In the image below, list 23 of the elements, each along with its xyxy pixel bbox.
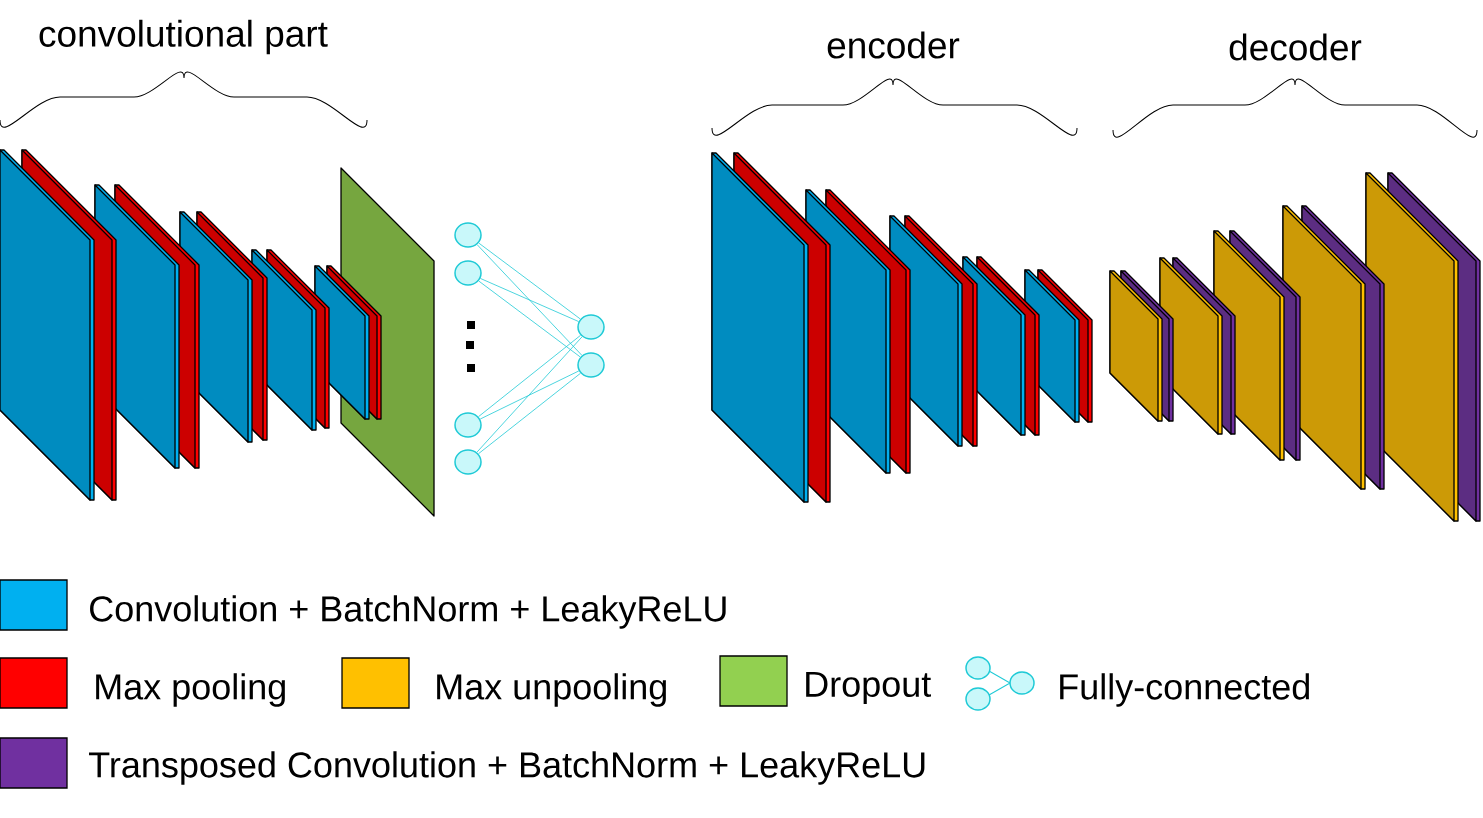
- section-label: encoder: [827, 31, 960, 59]
- connection-line: [478, 280, 581, 358]
- connection-line: [476, 244, 583, 356]
- connection-line: [476, 336, 583, 453]
- neuron-circle: [454, 260, 482, 286]
- legend-label: Convolution + BatchNorm + LeakyReLU: [90, 595, 726, 629]
- section-label: convolutional part: [39, 19, 328, 55]
- connection-line: [478, 372, 581, 455]
- legend-label: Transposed Convolution + BatchNorm + LeakyReLU: [89, 751, 925, 785]
- legend-label: Fully-connected: [1060, 673, 1309, 707]
- connection-line: [480, 278, 579, 322]
- neuron-circle: [454, 222, 482, 248]
- connection-line: [479, 370, 580, 420]
- legend-label: Max pooling: [96, 673, 285, 707]
- connection-line: [478, 242, 581, 320]
- connection-line: [478, 334, 581, 418]
- neuron-circle: [454, 449, 482, 475]
- neuron-circle: [577, 352, 605, 378]
- neuron-circle: [577, 314, 605, 340]
- neuron-circle: [454, 412, 482, 438]
- legend-label: Dropout: [806, 671, 931, 705]
- section-label: decoder: [1229, 33, 1362, 61]
- legend-label: Max unpooling: [437, 673, 666, 707]
